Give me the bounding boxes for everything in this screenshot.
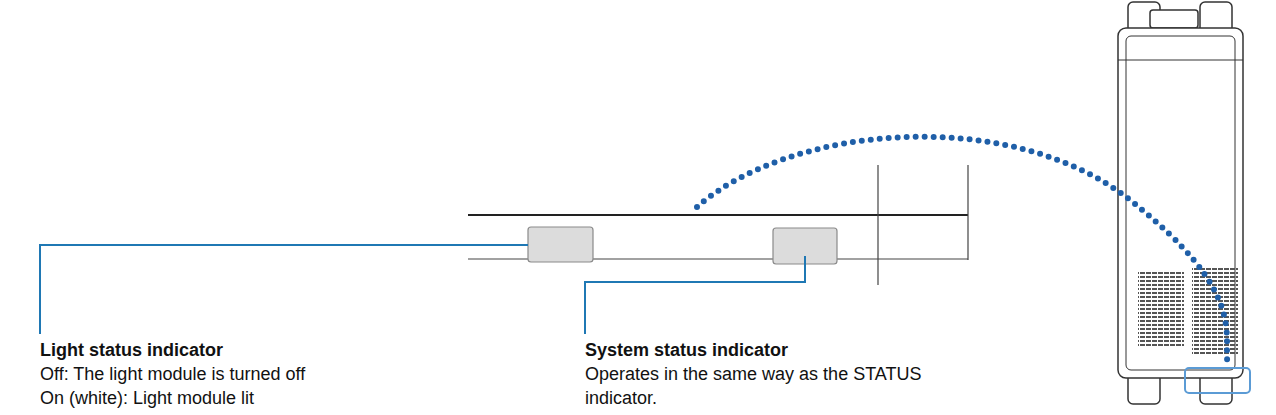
indicator-note: On (white): Light module lit [40,386,520,410]
callout-text-block: Light status indicatorOff: The light mod… [40,338,520,410]
projector-seam [1118,60,1243,61]
projector-top-cover [1150,10,1198,28]
leader-line [585,256,805,334]
vent-grille [1192,268,1238,356]
callout-text-block: System status indicatorOperates in the s… [585,338,935,410]
indicator-note: Off: The light module is turned off [40,362,520,386]
leader-line [40,245,528,334]
panel-edge [967,165,968,260]
indicator-note: Operates in the same way as the STATUS i… [585,362,935,410]
panel-detail [468,165,968,285]
zoom-highlight [1185,368,1250,393]
indicator-name: System status indicator [585,338,935,362]
zoom-arc [697,137,1228,368]
indicator-name: Light status indicator [40,338,520,362]
vent-grille [1138,270,1184,346]
panel-edge [877,165,878,285]
panel-edge [468,214,968,216]
indicator-lamp [528,227,593,262]
